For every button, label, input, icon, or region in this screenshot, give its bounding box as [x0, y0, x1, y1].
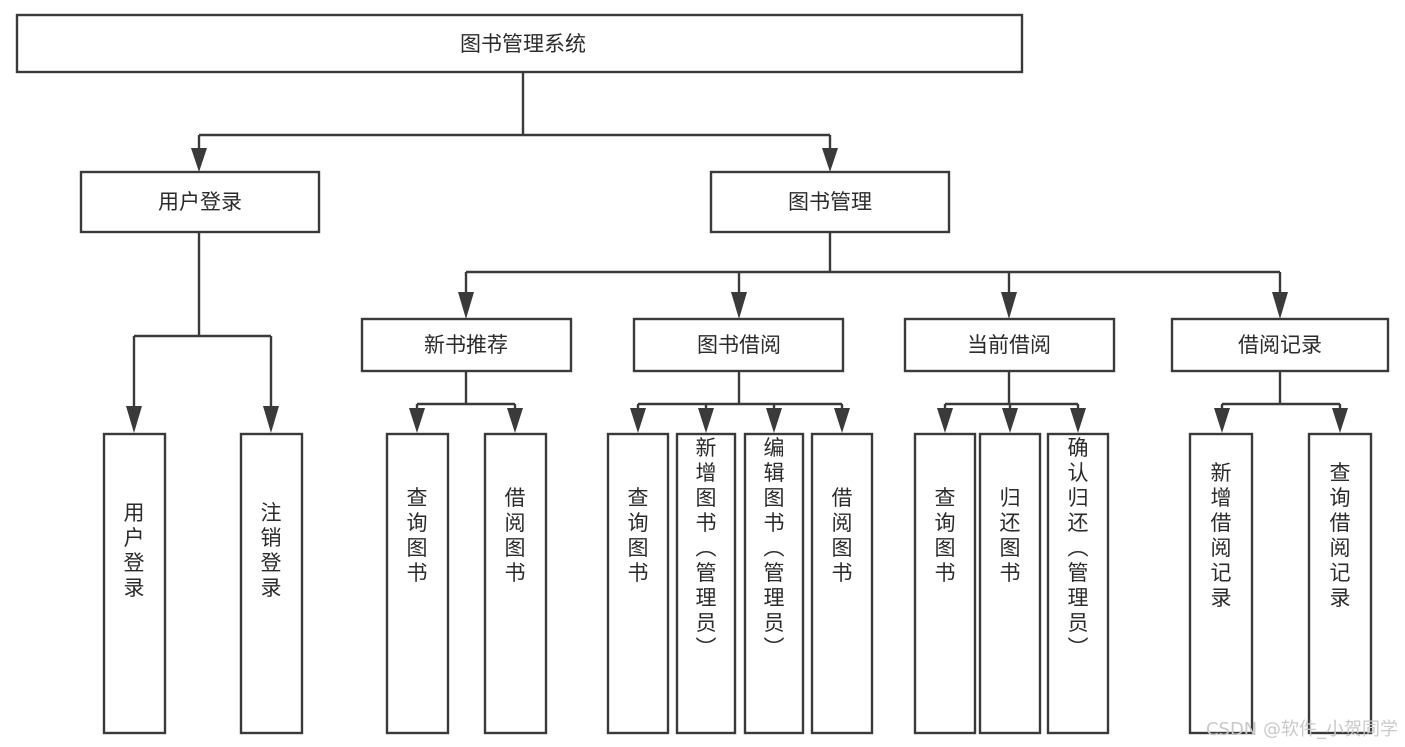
leaf-book-borrow-borrow-box[interactable]: [810, 432, 874, 735]
arrowhead-newbook-leaf-1: [409, 408, 425, 433]
arrowhead-currentborrow-leaf-3: [1070, 408, 1086, 433]
node-root-label: 图书管理系统: [460, 32, 586, 56]
node-new-book-recommend-box[interactable]: [360, 317, 573, 373]
node-new-book-recommend[interactable]: 新书推荐: [360, 317, 573, 373]
arrowhead-book-borrow: [731, 292, 747, 319]
arrowhead-currentborrow-leaf-2: [1002, 408, 1018, 433]
leaf-current-borrow-confirm-label: 确认归还︵管理员︶: [1068, 436, 1089, 660]
arrowhead-borrowrecord-leaf-2: [1332, 408, 1348, 433]
leaf-user-login-logout-box[interactable]: [239, 432, 304, 735]
arrowhead-user-login: [191, 148, 207, 172]
leaf-new-book-query-box[interactable]: [385, 432, 450, 735]
leaf-borrow-record-query-box[interactable]: [1307, 432, 1373, 735]
leaf-new-book-borrow[interactable]: 借阅图书: [483, 432, 548, 735]
node-user-login-box[interactable]: [79, 170, 321, 234]
node-borrow-record-box[interactable]: [1170, 317, 1390, 373]
leaf-book-borrow-add-label: 新增图书︵管理员︶: [696, 436, 717, 660]
connector-layer: [126, 72, 1348, 433]
node-book-management-box[interactable]: [709, 170, 951, 234]
arrowhead-leaf-logout: [263, 406, 279, 433]
node-borrow-record[interactable]: 借阅记录: [1170, 317, 1390, 373]
watermark-label: CSDN @软件_小贺同学: [1206, 719, 1398, 740]
node-book-management[interactable]: 图书管理: [709, 170, 951, 234]
node-user-login[interactable]: 用户登录: [79, 170, 321, 234]
node-root[interactable]: 图书管理系统: [15, 13, 1024, 74]
leaf-borrow-record-add-box[interactable]: [1188, 432, 1254, 735]
leaf-current-borrow-query-label: 查询图书: [935, 486, 956, 585]
node-user-login-label: 用户登录: [158, 190, 242, 214]
leaf-user-login-login[interactable]: 用户登录: [102, 432, 167, 735]
leaf-new-book-query-label: 查询图书: [407, 486, 428, 585]
leaf-book-borrow-borrow[interactable]: 借阅图书: [810, 432, 874, 735]
arrowhead-currentborrow-leaf-1: [937, 408, 953, 433]
leaf-book-borrow-edit[interactable]: 编辑图书︵管理员︶: [743, 432, 805, 735]
node-new-book-recommend-label: 新书推荐: [424, 333, 508, 357]
leaf-borrow-record-query[interactable]: 查询借阅记录: [1307, 432, 1373, 735]
leaf-user-login-logout-label: 注销登录: [261, 501, 282, 600]
leaf-new-book-borrow-label: 借阅图书: [505, 486, 526, 585]
arrowhead-newbook-leaf-2: [507, 408, 523, 433]
leaf-borrow-record-query-label: 查询借阅记录: [1330, 461, 1351, 610]
leaf-book-borrow-borrow-label: 借阅图书: [832, 486, 853, 585]
leaf-book-borrow-edit-box[interactable]: [743, 432, 805, 735]
leaf-current-borrow-confirm-box[interactable]: [1046, 432, 1110, 735]
leaf-current-borrow-confirm[interactable]: 确认归还︵管理员︶: [1046, 432, 1110, 735]
arrowhead-bookborrow-leaf-4: [834, 408, 850, 433]
leaf-book-borrow-query-label: 查询图书: [628, 486, 649, 585]
leaf-current-borrow-query-box[interactable]: [913, 432, 977, 735]
leaf-borrow-record-add[interactable]: 新增借阅记录: [1188, 432, 1254, 735]
leaf-user-login-logout[interactable]: 注销登录: [239, 432, 304, 735]
leaf-current-borrow-query[interactable]: 查询图书: [913, 432, 977, 735]
leaf-current-borrow-return[interactable]: 归还图书: [978, 432, 1042, 735]
node-root-box[interactable]: [15, 13, 1024, 74]
leaf-new-book-query[interactable]: 查询图书: [385, 432, 450, 735]
node-current-borrow-box[interactable]: [903, 317, 1116, 373]
arrowhead-book-mgmt: [822, 148, 838, 172]
arrowhead-new-book-recommend: [458, 292, 474, 319]
leaf-current-borrow-return-label: 归还图书: [1000, 486, 1021, 585]
arrowhead-borrow-record: [1272, 292, 1288, 319]
arrowhead-bookborrow-leaf-1: [630, 408, 646, 433]
leaf-new-book-borrow-box[interactable]: [483, 432, 548, 735]
node-current-borrow-label: 当前借阅: [967, 333, 1051, 357]
leaf-book-borrow-add-box[interactable]: [675, 432, 737, 735]
leaf-user-login-login-label: 用户登录: [124, 501, 145, 600]
arrowhead-bookborrow-leaf-3: [766, 408, 782, 433]
node-book-borrow[interactable]: 图书借阅: [632, 317, 845, 373]
arrowhead-current-borrow: [1001, 292, 1017, 319]
node-book-management-label: 图书管理: [788, 190, 872, 214]
node-book-borrow-label: 图书借阅: [697, 333, 781, 357]
arrowhead-leaf-user-login: [126, 406, 142, 433]
leaf-book-borrow-query-box[interactable]: [606, 432, 670, 735]
node-current-borrow[interactable]: 当前借阅: [903, 317, 1116, 373]
leaf-book-borrow-add[interactable]: 新增图书︵管理员︶: [675, 432, 737, 735]
leaf-book-borrow-edit-label: 编辑图书︵管理员︶: [764, 436, 785, 660]
arrowhead-bookborrow-leaf-2: [698, 408, 714, 433]
leaf-current-borrow-return-box[interactable]: [978, 432, 1042, 735]
leaf-borrow-record-add-label: 新增借阅记录: [1211, 461, 1232, 610]
leaf-user-login-login-box[interactable]: [102, 432, 167, 735]
arrowhead-borrowrecord-leaf-1: [1214, 408, 1230, 433]
leaf-book-borrow-query[interactable]: 查询图书: [606, 432, 670, 735]
node-borrow-record-label: 借阅记录: [1238, 333, 1322, 357]
node-book-borrow-box[interactable]: [632, 317, 845, 373]
